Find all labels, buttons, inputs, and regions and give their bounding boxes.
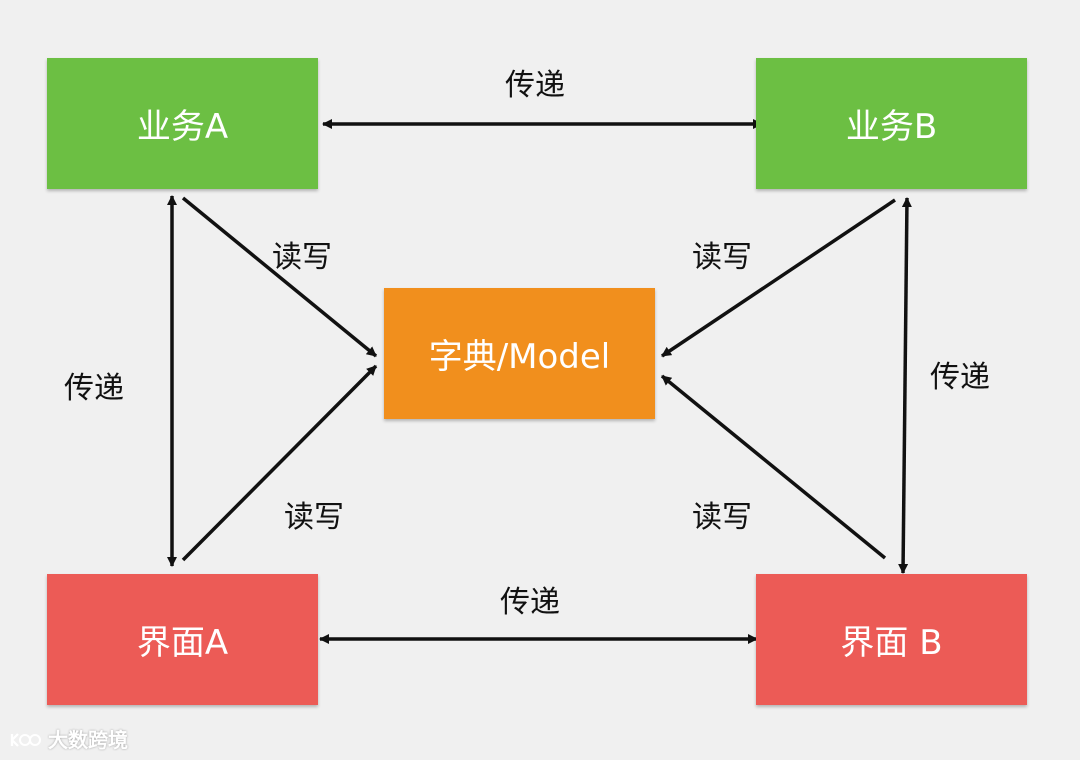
read-write-bottom-right-label: 读写 <box>692 500 752 535</box>
arrow-rw-bottom-left <box>181 364 378 562</box>
interface-b-label: 界面 B <box>840 623 943 663</box>
arrow-rw-top-left <box>181 196 378 358</box>
business-b-label: 业务B <box>845 107 938 147</box>
model-box: 字典/Model <box>384 288 655 419</box>
read-write-bottom-left-label: 读写 <box>284 500 344 535</box>
transfer-bottom-label: 传递 <box>500 585 560 620</box>
read-write-top-right-label: 读写 <box>692 240 752 275</box>
read-write-top-left-label: 读写 <box>272 240 332 275</box>
business-b-box: 业务B <box>756 58 1027 189</box>
transfer-top-label: 传递 <box>505 68 565 103</box>
watermark-text: 大数跨境 <box>48 728 128 752</box>
business-a-label: 业务A <box>136 107 229 147</box>
interface-a-label: 界面A <box>136 623 229 663</box>
interface-b-box: 界面 B <box>756 574 1027 705</box>
interface-a-box: 界面A <box>47 574 318 705</box>
business-a-box: 业务A <box>47 58 318 189</box>
watermark-logo-icon <box>10 732 41 747</box>
transfer-left-label: 传递 <box>64 371 124 406</box>
model-label: 字典/Model <box>428 337 611 377</box>
arrow-rw-top-right <box>661 198 896 358</box>
arrow-transfer-right <box>898 197 912 574</box>
watermark: 大数跨境 <box>8 724 128 753</box>
transfer-right-label: 传递 <box>930 360 990 395</box>
arrow-rw-bottom-right <box>660 374 887 560</box>
